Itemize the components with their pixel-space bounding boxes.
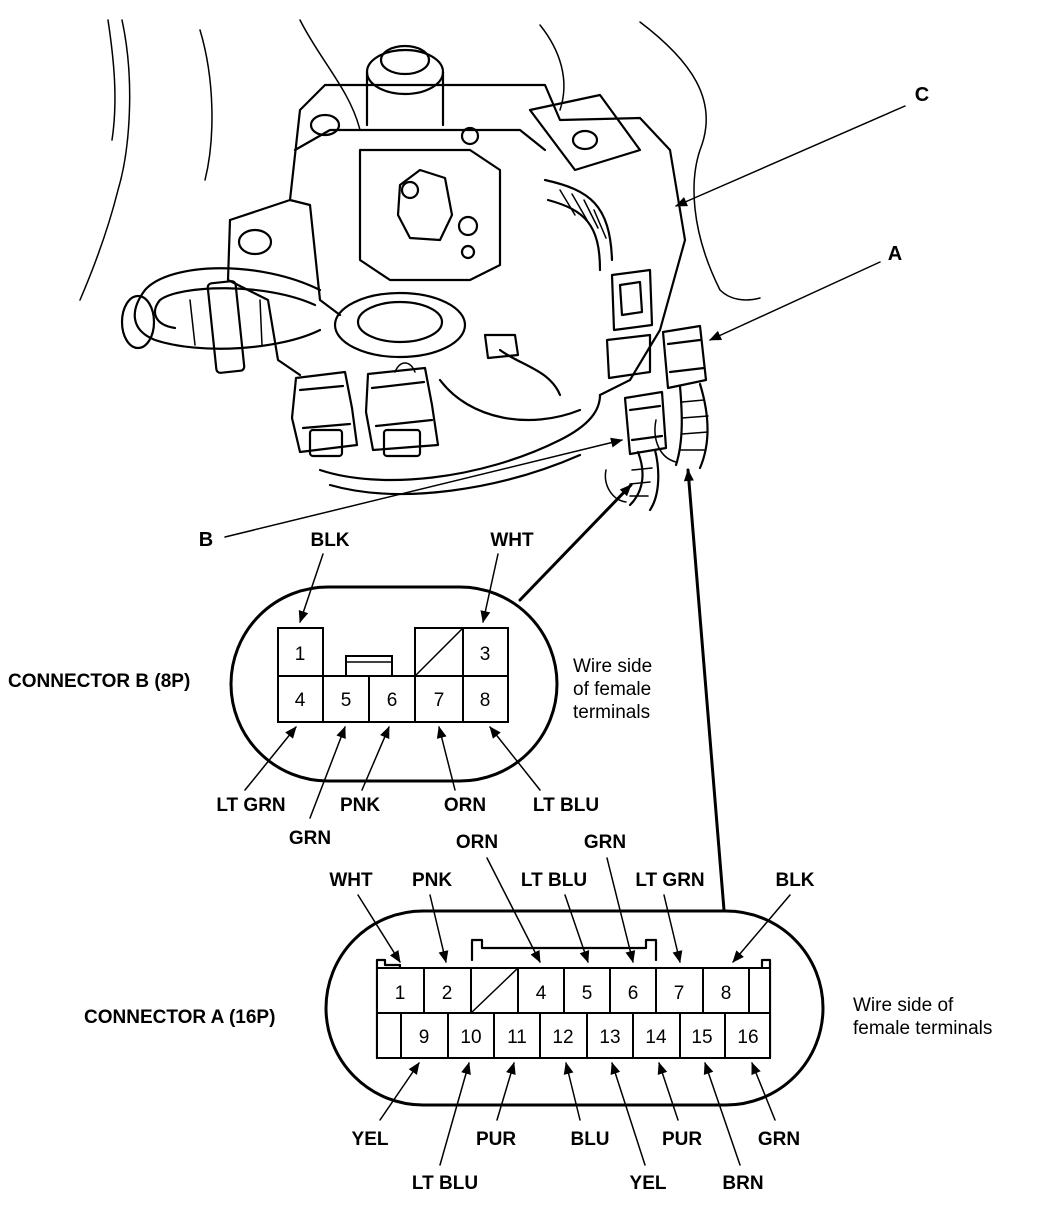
connector-b-num-6: 6 xyxy=(387,690,398,711)
connector-a-cell-start-blank xyxy=(376,1012,402,1059)
connector-a-wire-label-11: PUR xyxy=(476,1129,516,1150)
connector-a-num-4: 4 xyxy=(536,983,547,1004)
connector-a-wire-label-4: ORN xyxy=(456,832,498,853)
connector-b-wire-label-8: LT BLU xyxy=(533,795,599,816)
connector-b-side-note-3: terminals xyxy=(573,702,650,723)
connector-a-wire-label-12: BLU xyxy=(570,1129,609,1150)
connector-b-wire-label-6: PNK xyxy=(340,795,380,816)
connector-a-num-10: 10 xyxy=(460,1027,481,1048)
callout-c-arrow xyxy=(675,105,906,207)
connector-b-cell-7 xyxy=(414,675,464,723)
connector-a-num-5: 5 xyxy=(582,983,593,1004)
connector-b-cell-1 xyxy=(277,627,324,677)
connector-b-wire-label-5: GRN xyxy=(289,828,331,849)
callout-b-letter: B xyxy=(199,529,213,551)
connector-a-side-note-1: Wire side of xyxy=(853,995,954,1016)
connector-a-cell-10 xyxy=(447,1012,495,1059)
connector-b-side-note-2: of female xyxy=(573,679,651,700)
connector-b-num-3: 3 xyxy=(480,644,491,665)
connector-a-wire-label-1: WHT xyxy=(329,870,373,891)
connector-a-num-15: 15 xyxy=(691,1027,712,1048)
connector-b-title: CONNECTOR B (8P) xyxy=(8,671,190,692)
connector-a-title: CONNECTOR A (16P) xyxy=(84,1007,275,1028)
connector-a-side-note-2: female terminals xyxy=(853,1018,992,1039)
connector-b-wire-label-1: BLK xyxy=(310,530,349,551)
connector-b-num-4: 4 xyxy=(295,690,306,711)
connector-a-cell-3-slash xyxy=(470,967,519,1014)
callout-b: B xyxy=(199,437,623,551)
connector-b-lock-tab xyxy=(345,655,393,677)
connector-a-lock-bar xyxy=(470,938,658,962)
callout-a-letter: A xyxy=(888,243,902,265)
connector-a-wire-label-9: YEL xyxy=(352,1129,389,1150)
connector-a-num-8: 8 xyxy=(721,983,732,1004)
connector-b-wire-label-3: WHT xyxy=(490,530,534,551)
connector-a-wire-label-7: LT GRN xyxy=(635,870,704,891)
callout-c: C xyxy=(675,84,929,207)
connector-b-wire-label-7: ORN xyxy=(444,795,486,816)
connector-a-num-2: 2 xyxy=(442,983,453,1004)
connector-a-cell-9 xyxy=(400,1012,449,1059)
connector-a-num-16: 16 xyxy=(737,1027,758,1048)
connector-a-num-1: 1 xyxy=(395,983,406,1004)
connector-a-cell-13 xyxy=(586,1012,634,1059)
callout-c-letter: C xyxy=(915,84,929,106)
connector-a-num-13: 13 xyxy=(599,1027,620,1048)
connector-a: CONNECTOR A (16P) 1 2 4 5 6 7 8 xyxy=(84,832,992,1194)
connector-a-wire-label-15: BRN xyxy=(722,1173,763,1194)
connector-a-wire-label-14: PUR xyxy=(662,1129,702,1150)
connector-a-cell-16 xyxy=(724,1012,771,1059)
callout-a: A xyxy=(709,243,902,341)
connector-b-num-5: 5 xyxy=(341,690,352,711)
connector-a-num-14: 14 xyxy=(645,1027,667,1048)
connector-a-wire-label-2: PNK xyxy=(412,870,452,891)
connector-a-cell-7 xyxy=(655,967,704,1014)
connector-b-cell-2-slash xyxy=(414,627,464,677)
connector-a-cell-15 xyxy=(679,1012,726,1059)
connector-b-cell-6 xyxy=(368,675,416,723)
connector-a-num-9: 9 xyxy=(419,1027,430,1048)
connector-b: CONNECTOR B (8P) 1 3 4 5 6 7 8 Wire side… xyxy=(8,530,652,849)
connector-a-wire-label-16: GRN xyxy=(758,1129,800,1150)
connector-a-wire-label-8: BLK xyxy=(775,870,814,891)
connector-b-num-1: 1 xyxy=(295,644,306,665)
connector-b-cell-5 xyxy=(322,675,370,723)
connector-b-num-7: 7 xyxy=(434,690,445,711)
connector-b-leader xyxy=(518,483,633,602)
connector-b-cell-8 xyxy=(462,675,509,723)
connector-b-outline xyxy=(229,585,559,783)
connector-b-cell-3 xyxy=(462,627,509,677)
connector-a-wire-label-13: YEL xyxy=(630,1173,667,1194)
connector-a-cell-6 xyxy=(609,967,657,1014)
connector-a-num-6: 6 xyxy=(628,983,639,1004)
connector-a-wire-label-10: LT BLU xyxy=(412,1173,478,1194)
connector-b-side-note-1: Wire side xyxy=(573,656,652,677)
connector-a-num-12: 12 xyxy=(552,1027,573,1048)
connector-a-cell-12 xyxy=(539,1012,588,1059)
connector-a-num-7: 7 xyxy=(674,983,685,1004)
connector-a-cell-end-blank xyxy=(748,967,771,1014)
connector-a-outline xyxy=(324,909,825,1107)
connector-a-cell-2 xyxy=(423,967,472,1014)
connector-a-leader xyxy=(683,468,726,912)
connector-b-num-8: 8 xyxy=(480,690,491,711)
callout-b-arrow xyxy=(224,437,623,538)
callout-a-arrow xyxy=(709,261,881,341)
connector-b-wire-label-4: LT GRN xyxy=(216,795,285,816)
connector-a-wire-label-6: GRN xyxy=(584,832,626,853)
connector-a-wire-label-5: LT BLU xyxy=(521,870,587,891)
connector-a-num-11: 11 xyxy=(507,1027,527,1048)
steering-column-assembly-illustration xyxy=(79,19,761,512)
